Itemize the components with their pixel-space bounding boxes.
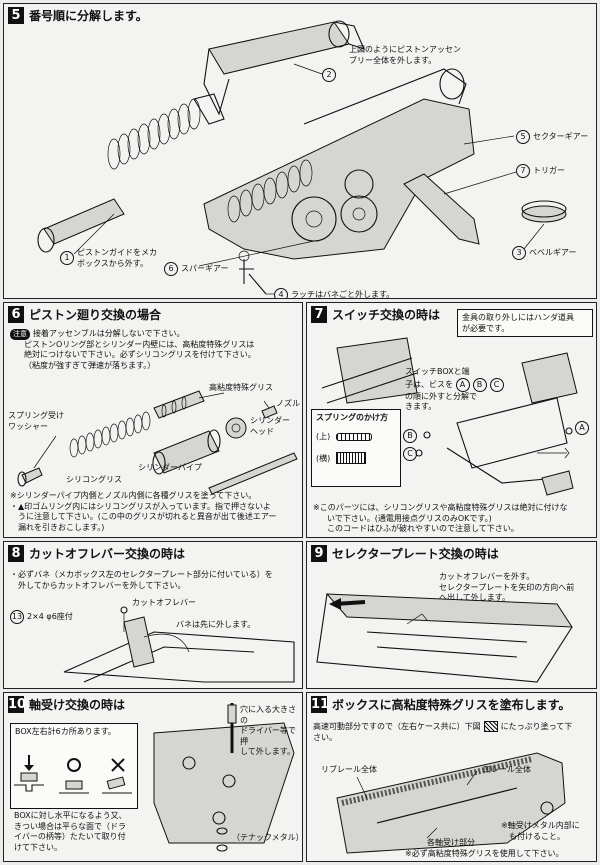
bottom-notes: ※シリンダーパイプ内側とノズル内側に各種グリスを塗って下さい。 ・▲印ゴムリング… [10, 491, 277, 532]
section-8-cutoff-lever: 8 カットオフレバー交換の時は ・必ずバネ（メカボックス左のセレクタープレート部… [3, 541, 303, 689]
callout-1-piston-guide: 1 ピストンガイドをメカボックスから外す。 [60, 248, 157, 269]
hatch-swatch-icon [483, 721, 498, 732]
section-8-header: 8 カットオフレバー交換の時は [8, 545, 185, 562]
section-5-header: 5 番号順に分解します。 [8, 7, 148, 24]
selector-plate-illustration [316, 593, 573, 683]
section-title: ピストン廻り交換の場合 [29, 308, 162, 322]
label-high-viscosity-grease: 高粘度特殊グリス [209, 383, 273, 392]
section-number: 7 [311, 306, 327, 323]
callout-c: C [489, 377, 504, 392]
bottom-note: ※必ず高粘度特殊グリスを使用して下さい。 [405, 849, 564, 858]
label-groove-rail: 凹レール全体 [483, 765, 531, 774]
marker-a: A [575, 421, 592, 435]
marker-b: B [403, 429, 420, 443]
section-6-header: 6 ピストン廻り交換の場合 [8, 306, 161, 323]
install-instruction: BOXに対し水平になるよう又、きつい場合は平らな面で（ドライバーの柄等）たたいて… [14, 811, 127, 852]
cutoff-lever-illustration [63, 606, 295, 683]
spring-hook-panel: スプリングのかけ方 (上) (横) [311, 409, 401, 487]
label-rib-rail: リブレール全体 [321, 765, 377, 774]
section-title: セレクタープレート交換の時は [332, 547, 499, 561]
note-piston-assembly: 上図のようにピストンアッセン ブリー全体を外します。 [349, 45, 461, 65]
grease-instructions: 高速可動部分ですので（左右ケース共に）下図にたっぷり塗って下 さい。 [313, 721, 573, 742]
section-title: ボックスに高粘度特殊グリスを塗布します。 [332, 698, 571, 712]
label-bearing-parts: 各軸受け部分 [427, 838, 475, 847]
section-10-header: 10 軸受け交換の時は [8, 696, 125, 713]
section-9-header: 9 セレクタープレート交換の時は [311, 545, 499, 562]
section-title: スイッチ交換の時は [332, 308, 441, 322]
section-11-grease: 11 ボックスに高粘度特殊グリスを塗布します。 高速可動部分ですので（左右ケース… [306, 692, 597, 862]
label-spring-washer: スプリング受けワッシャー [8, 411, 64, 431]
section-title: 番号順に分解します。 [29, 9, 148, 23]
section-10-bearings: 10 軸受け交換の時は BOX左右計6カ所あります。 穴に入る大きさのドライバー… [3, 692, 303, 862]
screwdriver-instruction: 穴に入る大きさのドライバー等で押して外します。 [240, 705, 296, 756]
section-number: 6 [8, 306, 24, 323]
label-top-view: (上) [316, 432, 331, 441]
selector-instructions: カットオフレバーを外す。 セレクタープレートを矢印の方向へ前 へ出して外します。 [439, 572, 575, 602]
section-number: 11 [311, 696, 330, 713]
label-side-view: (横) [316, 453, 331, 463]
switch-illustration [321, 337, 578, 496]
cutoff-instructions: ・必ずバネ（メカボックス左のセレクタープレート部分に付いている）を 外してからカ… [10, 570, 273, 590]
label-cutoff-lever: カットオフレバー [132, 598, 196, 607]
marker-c: C [403, 447, 420, 461]
piston-parts-illustration [17, 390, 298, 495]
label-spring-first: バネは先に外します。 [176, 620, 256, 629]
caution-badge: 注意 [10, 329, 30, 340]
section-7-header: 7 スイッチ交換の時は [311, 306, 440, 323]
section-title: カットオフレバー交換の時は [29, 547, 186, 561]
bearing-illustration [14, 703, 295, 852]
section-11-header: 11 ボックスに高粘度特殊グリスを塗布します。 [311, 696, 570, 713]
section-number: 5 [8, 7, 24, 24]
section-6-piston: 6 ピストン廻り交換の場合 注意接着アッセンブルは分解しないで下さい。 ピストン… [3, 302, 303, 538]
section-number: 9 [311, 545, 327, 562]
label-metal-bearing: （テナックメタル） [232, 833, 303, 842]
callout-2: 2 [322, 68, 339, 82]
callout-b: B [472, 377, 487, 392]
spring-top-icon [336, 432, 373, 441]
spring-side-icon [336, 452, 367, 464]
section-number: 10 [8, 696, 27, 713]
switch-bottom-notes: ※このパーツには、シリコングリスや高粘度特殊グリスは絶対に付けな いで下さい。(… [313, 503, 568, 533]
gearbox-exploded-illustration [37, 20, 567, 295]
section-5-disassembly: 5 番号順に分解します。 [3, 3, 597, 299]
label-silicone-grease: シリコングリス [66, 475, 122, 484]
label-nozzle: ノズル [276, 399, 300, 408]
bearing-grease-note: ※軸受けメタル内部にも付けること。 [501, 821, 580, 841]
section-title: 軸受け交換の時は [29, 698, 126, 712]
caution-notes: 注意接着アッセンブルは分解しないで下さい。 ピストンOリング部とシリンダー内壁に… [10, 329, 302, 371]
section-number: 8 [8, 545, 24, 562]
spring-hook-title: スプリングのかけ方 [316, 413, 388, 422]
section-7-switch: 7 スイッチ交換の時は 金具の取り外しにはハンダ道具が必要です。 スイッチBOX… [306, 302, 597, 538]
section-9-selector-plate: 9 セレクタープレート交換の時は カットオフレバーを外す。 セレクタープレートを… [306, 541, 597, 689]
callout-a: A [455, 377, 470, 392]
label-cylinder-head: シリンダーヘッド [250, 416, 290, 436]
solder-tool-notice: 金具の取り外しにはハンダ道具が必要です。 [457, 309, 593, 337]
label-cylinder-pipe: シリンダーパイプ [138, 463, 202, 472]
grease-application-illustration [336, 752, 566, 854]
